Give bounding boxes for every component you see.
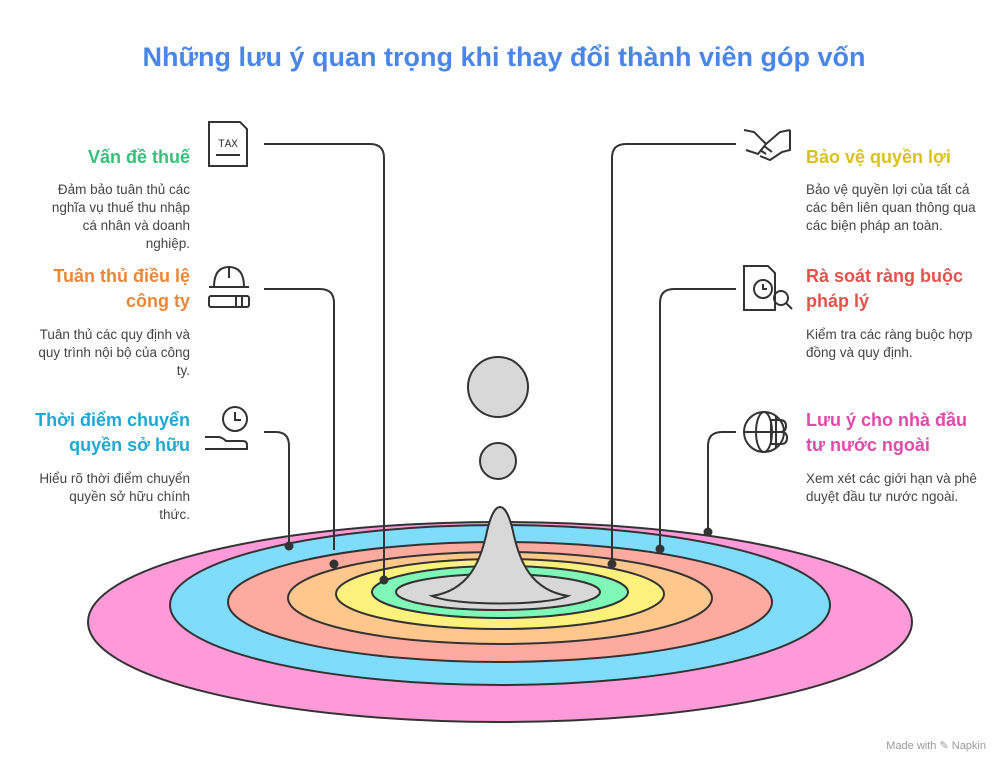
large-droplet xyxy=(467,356,529,418)
desc-legal: Kiểm tra các ràng buộc hợp đồng và quy đ… xyxy=(806,327,973,360)
connector-dot-protection xyxy=(607,559,617,569)
connector-ownership xyxy=(264,431,290,546)
connector-legal xyxy=(659,288,736,549)
tax-document-icon: TAX xyxy=(208,121,248,167)
desc-charter: Tuân thủ các quy định và quy trình nội b… xyxy=(38,327,190,378)
page-title: Những lưu ý quan trọng khi thay đổi thàn… xyxy=(142,42,866,72)
heading-protection: Bảo vệ quyền lợi xyxy=(806,147,951,167)
connector-charter xyxy=(264,288,335,550)
small-droplet xyxy=(479,442,517,480)
connector-protection xyxy=(611,143,736,564)
desc-tax: Đảm bảo tuân thủ các nghĩa vụ thuế thu n… xyxy=(51,182,190,251)
connector-dot-foreign xyxy=(703,527,713,537)
heading-tax: Vấn đề thuế xyxy=(87,147,190,167)
handshake-icon xyxy=(743,129,791,162)
desc-protection: Bảo vệ quyền lợi của tất cả các bên liên… xyxy=(806,182,976,233)
clock-hand-icon xyxy=(205,406,248,450)
svg-text:TAX: TAX xyxy=(218,139,238,151)
heading-foreign: Lưu ý cho nhà đầu tư nước ngoài xyxy=(806,410,968,455)
connector-dot-legal xyxy=(655,544,665,554)
document-search-icon xyxy=(743,265,793,311)
connector-dot-charter xyxy=(329,559,339,569)
connector-dot-tax xyxy=(379,575,389,585)
connector-foreign xyxy=(707,431,736,532)
globe-baht-icon xyxy=(743,411,789,453)
heading-charter: Tuân thủ điều lệ công ty xyxy=(53,266,190,311)
splash-spike xyxy=(428,505,572,605)
heading-ownership: Thời điểm chuyển quyền sở hữu xyxy=(35,410,190,455)
hard-hat-ruler-icon xyxy=(208,265,250,308)
desc-ownership: Hiểu rõ thời điểm chuyển quyền sở hữu ch… xyxy=(39,471,190,522)
connector-tax xyxy=(264,143,385,580)
desc-foreign: Xem xét các giới hạn và phê duyệt đầu tư… xyxy=(806,471,977,504)
napkin-watermark: Made with ✎ Napkin xyxy=(886,740,986,752)
heading-legal: Rà soát ràng buộc pháp lý xyxy=(806,266,964,311)
connector-dot-ownership xyxy=(284,541,294,551)
